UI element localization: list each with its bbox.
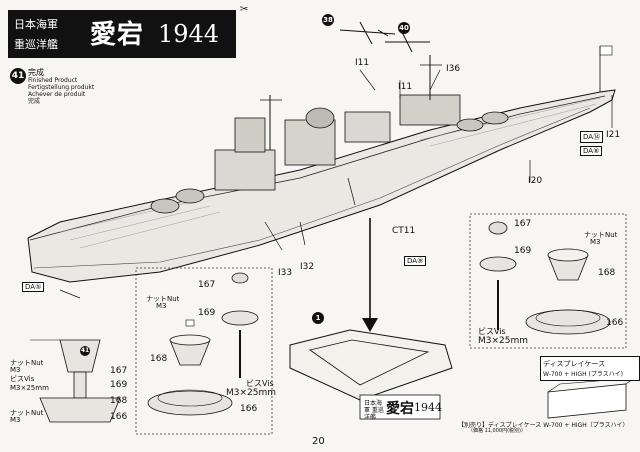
step-41-line-3: Achever de produit <box>28 91 86 98</box>
section-part-168: 168 <box>110 396 128 406</box>
display-plate-label: 日本海軍 重巡洋艦 <box>364 400 384 421</box>
part-i21: I21 <box>606 130 621 140</box>
title-class-label: 重巡洋艦 <box>14 38 58 51</box>
step-41-heading: 完成 <box>28 68 44 77</box>
step-41-line-2: Fertigstellung produkt <box>28 84 95 91</box>
right-nut-size: M3 <box>590 238 601 246</box>
da-ref-5: DA⑤ <box>22 282 45 292</box>
right-nut-label: ナットNut <box>584 231 618 239</box>
scissors-icon: ✂ <box>240 4 249 15</box>
right-screw-label: ビスVis <box>478 327 506 336</box>
da-label: DA <box>407 257 418 265</box>
section-nut-label: ナットNut <box>10 359 44 367</box>
section-part-169: 169 <box>110 380 128 390</box>
da-label: DA <box>25 283 36 291</box>
part-ct11: CT11 <box>392 226 416 236</box>
da-label: DA <box>583 147 594 155</box>
right-screw-size: M3×25mm <box>478 336 529 346</box>
title-year: 1944 <box>158 20 220 48</box>
left-part-167: 167 <box>198 280 216 290</box>
da-ref-14: DA⑭ <box>580 131 604 143</box>
right-part-167: 167 <box>514 219 532 229</box>
da-label: DA <box>583 133 594 141</box>
display-plate-name: 愛宕 <box>386 401 414 417</box>
section-part-167: 167 <box>110 366 128 376</box>
right-part-168: 168 <box>598 268 616 278</box>
left-screw-size: M3×25mm <box>226 388 277 398</box>
display-case-title: ディスプレイケース <box>543 360 606 368</box>
right-part-166: 166 <box>606 318 624 328</box>
title-ship-name: 愛宕 <box>90 20 145 50</box>
part-i36: I36 <box>446 64 461 74</box>
da-ref-8: DA⑧ <box>580 146 603 156</box>
display-plate-year: 1944 <box>414 401 442 414</box>
section-part-166: 166 <box>110 412 128 422</box>
part-i11-b: I11 <box>398 82 413 92</box>
da-number: ⑤ <box>35 283 42 291</box>
part-i20: I20 <box>528 176 543 186</box>
part-i32: I32 <box>300 262 315 272</box>
display-case-box: ディスプレイケース W-700 + HIGH (プラスハイ) <box>540 356 640 381</box>
step-41-line-4: 完成 <box>28 98 41 105</box>
part-i33: I33 <box>278 268 293 278</box>
da-number: ⑭ <box>593 133 601 141</box>
left-part-169: 169 <box>198 308 216 318</box>
da-ref-9: DA⑨ <box>404 256 427 266</box>
step-40-marker: 40 <box>398 22 410 34</box>
step-41-line-1: Finished Product <box>28 77 78 84</box>
display-case-footer: 【別売り】ディスプレイケース W-700 + HIGH（プラスハイ） <box>458 422 629 429</box>
da-number: ⑧ <box>593 147 600 155</box>
section-step-marker: 41 <box>80 346 90 356</box>
right-part-169: 169 <box>514 246 532 256</box>
left-screw-label: ビスVis <box>246 379 274 388</box>
part-i11-a: I11 <box>355 58 370 68</box>
page-number: 20 <box>312 436 325 447</box>
step-38-marker: 38 <box>322 14 334 26</box>
step-41-marker: 41 <box>10 68 26 84</box>
left-nut-size: M3 <box>156 302 167 310</box>
display-case-subtitle: W-700 + HIGH (プラスハイ) <box>543 371 623 378</box>
display-step-marker: 1 <box>312 312 324 324</box>
da-number: ⑨ <box>417 257 424 265</box>
display-case-price: （価格 11,000円(税別)） <box>468 428 526 434</box>
title-banner: 日本海軍 重巡洋艦 愛宕 1944 <box>8 10 236 58</box>
section-nut-label-2: ナットNut <box>10 409 44 417</box>
left-nut-label: ナットNut <box>146 295 180 303</box>
section-nut-size-2: M3 <box>10 416 21 424</box>
section-screw-label: ビスVis M3×25mm <box>10 375 49 392</box>
title-navy-label: 日本海軍 <box>14 18 58 31</box>
left-part-168: 168 <box>150 354 168 364</box>
left-part-166: 166 <box>240 404 258 414</box>
section-nut-size: M3 <box>10 366 21 374</box>
